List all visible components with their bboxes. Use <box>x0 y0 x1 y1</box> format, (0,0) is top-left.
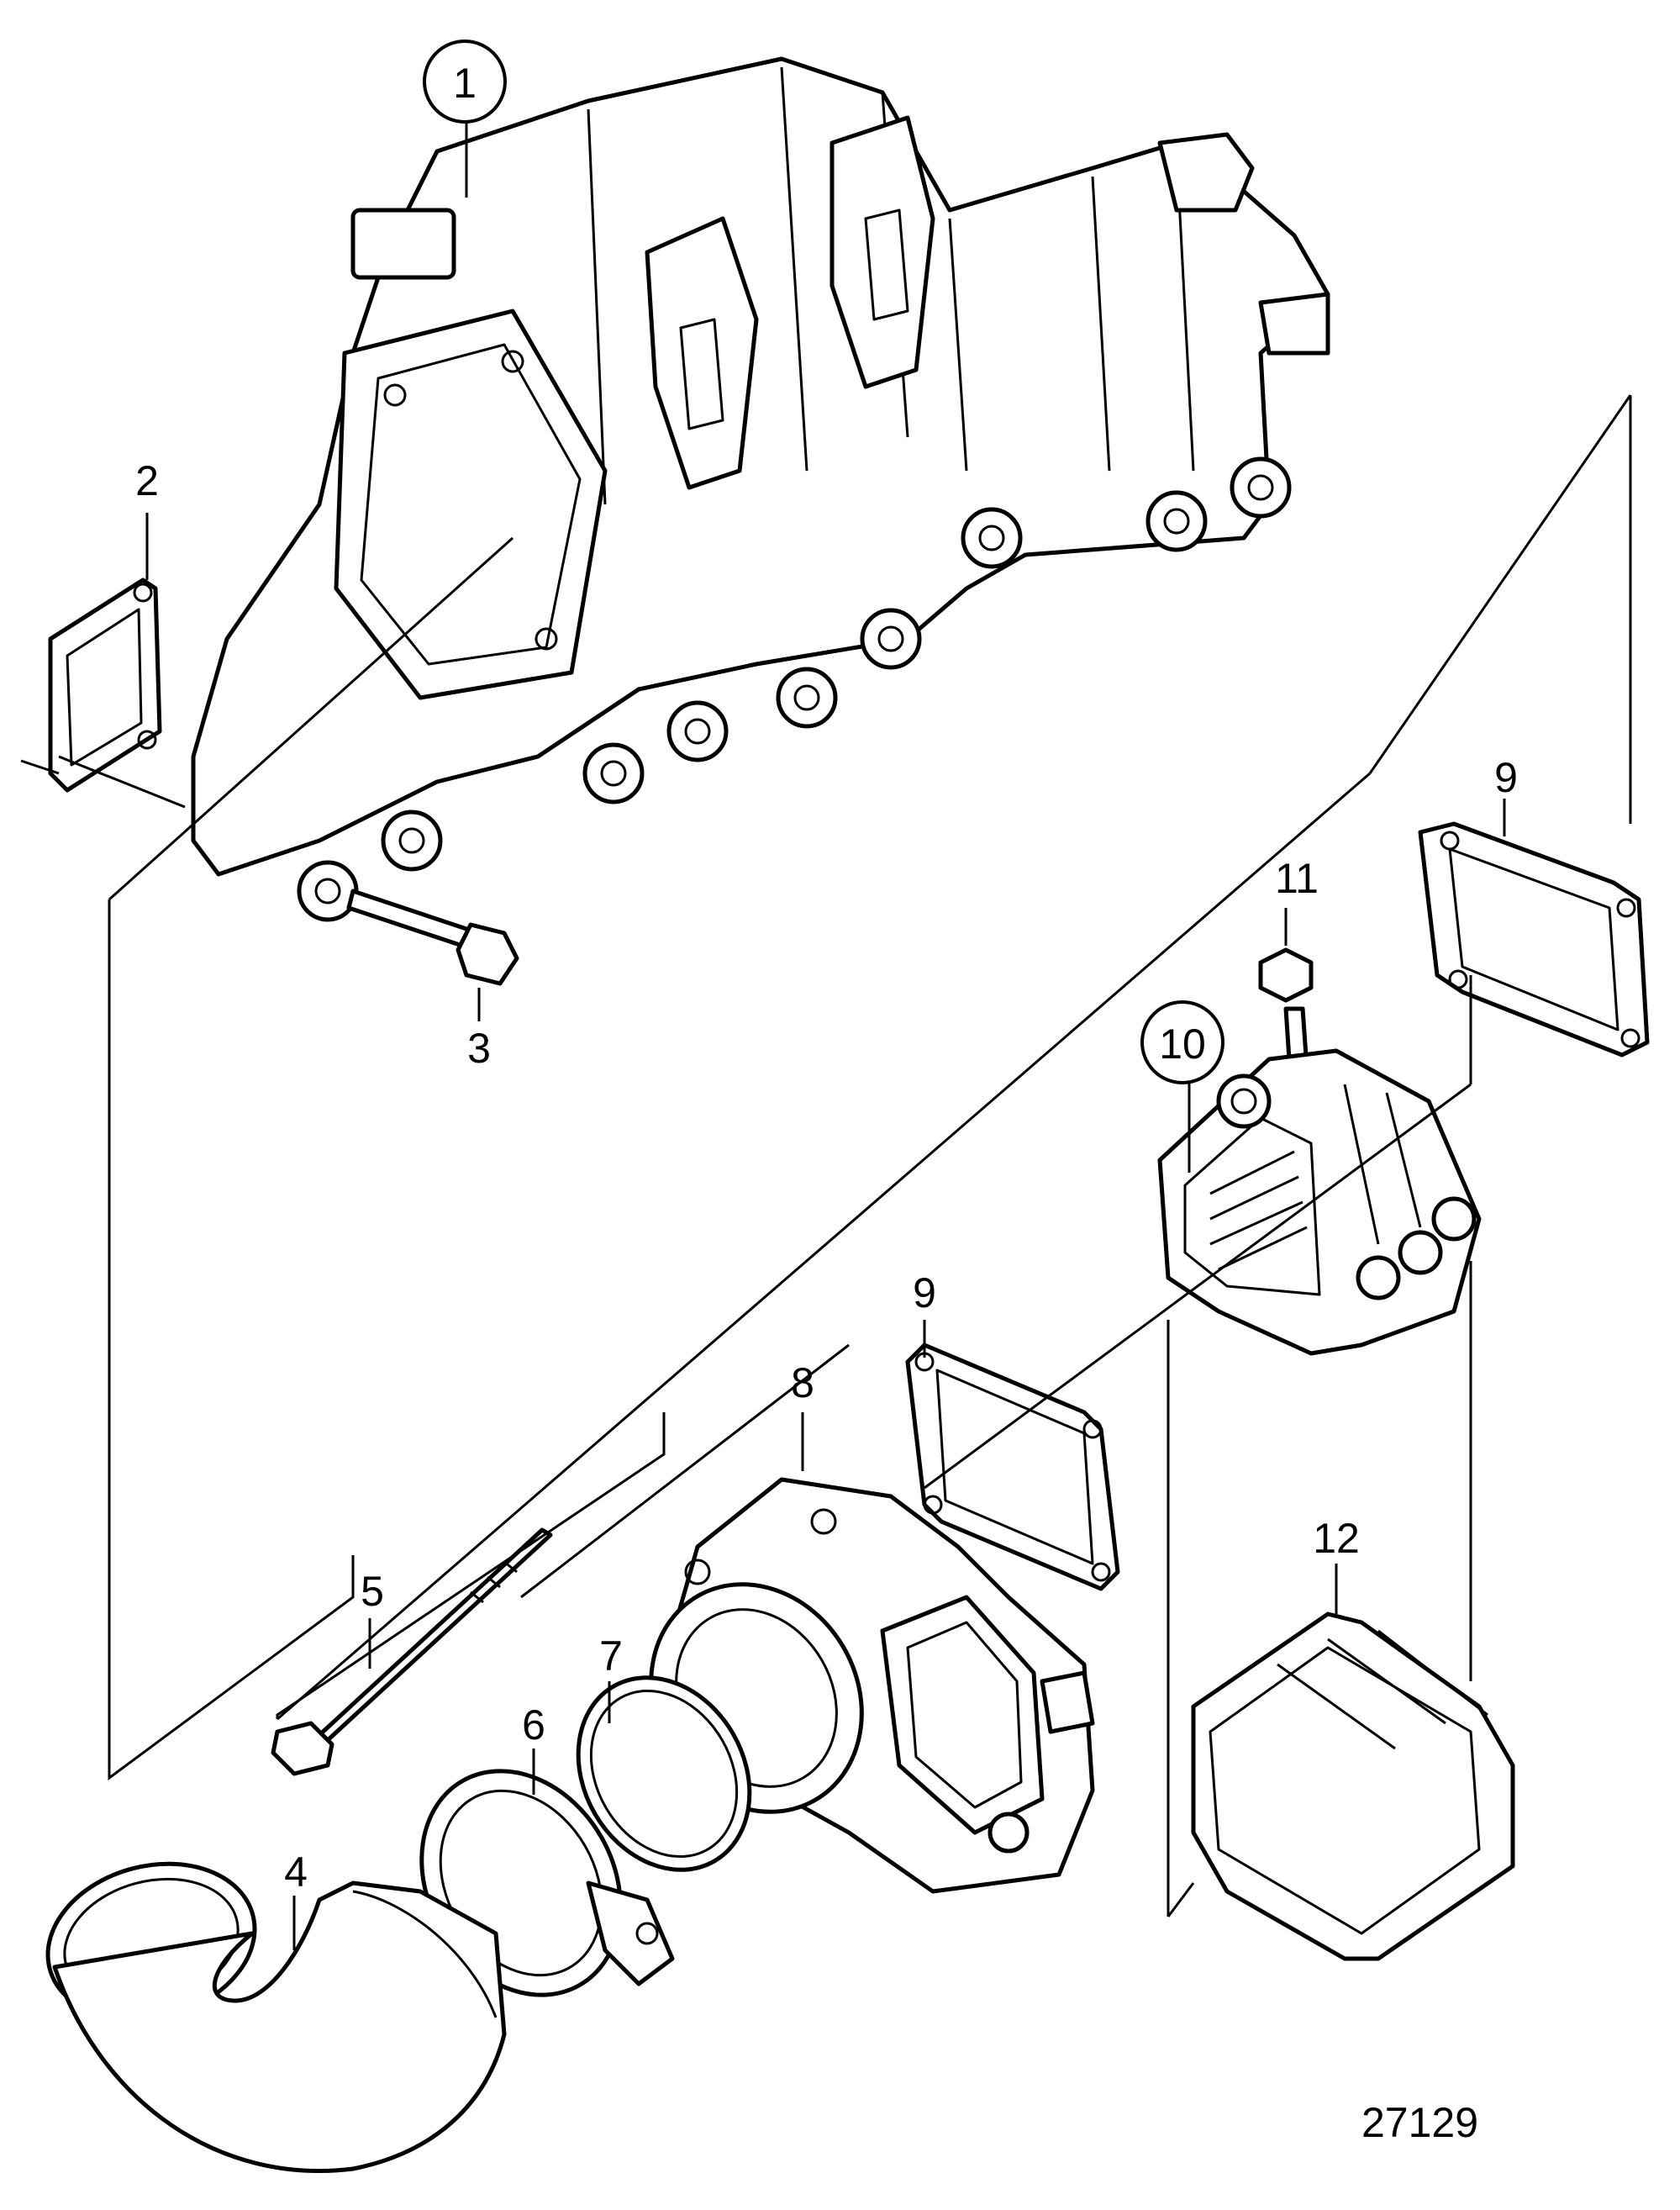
callout-1-circle <box>423 40 507 124</box>
part-elbow-hose <box>45 1861 507 2174</box>
callout-11-text: 11 <box>1275 855 1319 902</box>
callout-4-text: 4 <box>284 1849 308 1896</box>
part-gasket-upper <box>1418 821 1650 1058</box>
callout-6-text: 6 <box>522 1701 545 1748</box>
part-o-ring <box>576 1675 752 1872</box>
part-seal-sleeve <box>1191 1611 1515 1961</box>
part-intake-manifold <box>191 56 1330 922</box>
callout-3-text: 3 <box>467 1025 491 1072</box>
callout-9-lower-text: 9 <box>913 1269 936 1316</box>
callout-10-circle <box>1140 1000 1224 1084</box>
callout-7-text: 7 <box>599 1632 623 1680</box>
callout-8-text: 8 <box>791 1359 814 1406</box>
callout-5-text: 5 <box>361 1568 384 1615</box>
alignment-lines <box>20 394 1632 1917</box>
callout-labels: 1 2 3 4 5 6 7 8 9 9 10 11 12 <box>135 40 1518 1896</box>
callout-12-text: 12 <box>1313 1515 1360 1562</box>
callout-1: 1 <box>423 40 507 124</box>
part-long-bolt <box>271 1527 553 1776</box>
part-gasket-lower <box>905 1342 1120 1591</box>
part-heater-block <box>1157 1048 1482 1356</box>
part-gasket-left <box>48 578 162 793</box>
figure-number: 27129 <box>1361 2099 1478 2146</box>
part-bolt-3 <box>346 889 519 986</box>
callout-9-upper-text: 9 <box>1494 754 1518 801</box>
part-throttle-body <box>649 1477 1095 1894</box>
callout-10-text: 10 <box>1159 1021 1206 1068</box>
callout-2-text: 2 <box>135 457 159 504</box>
callout-10: 10 <box>1140 1000 1224 1084</box>
callout-1-text: 1 <box>453 60 477 107</box>
callout-leaders <box>145 122 1506 1950</box>
manifold-bolt-lugs <box>297 456 1292 922</box>
